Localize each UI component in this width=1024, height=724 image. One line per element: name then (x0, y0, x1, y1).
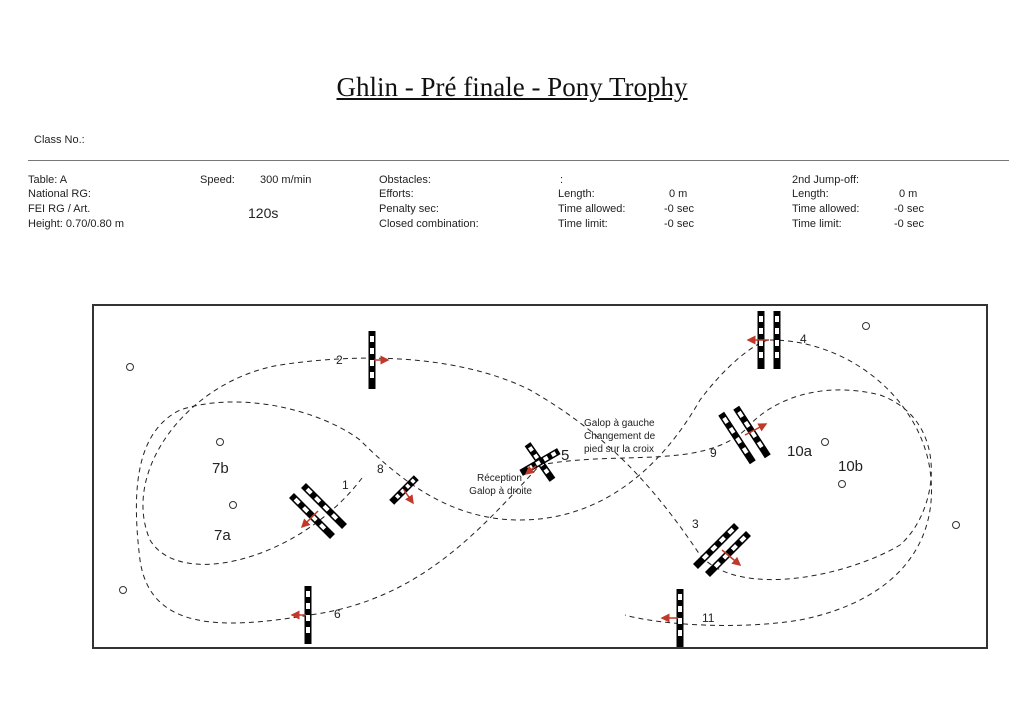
jump-label-7b: 7b (212, 460, 229, 477)
arena-border (92, 304, 988, 649)
jump-label-4: 4 (800, 332, 807, 346)
penalty-sec-label: Penalty sec: (379, 203, 439, 215)
svg-text:Réception: Réception (477, 473, 522, 484)
jump-label-10b: 10b (838, 458, 863, 475)
svg-text:Galop à gauche: Galop à gauche (584, 418, 655, 429)
jumpoff1-length-label: Length: (558, 188, 595, 200)
course-track (135, 339, 932, 626)
jump-label-10a: 10a (787, 443, 813, 460)
closed-combination-label: Closed combination: (379, 218, 479, 230)
obstacles (289, 311, 781, 647)
jump-label-3: 3 (692, 517, 699, 531)
svg-text:Galop à droite: Galop à droite (469, 486, 532, 497)
jump-label-7a: 7a (214, 527, 231, 544)
speed-label: Speed: (200, 174, 235, 186)
jumpoff1-time-allowed: -0 sec (664, 203, 694, 215)
jump-4b (773, 311, 781, 369)
svg-text:Changement de: Changement de (584, 431, 656, 442)
arrow-icon (744, 423, 768, 436)
svg-text:pied sur la croix: pied sur la croix (584, 444, 654, 455)
jump-label-6: 6 (334, 607, 341, 621)
table-label: Table: A (28, 174, 68, 186)
jumpoff1-length: 0 m (669, 188, 688, 200)
arrow-icon (403, 489, 414, 505)
height-label: Height: 0.70/0.80 m (28, 218, 125, 230)
jump-label-9: 9 (710, 446, 717, 460)
jump-9a (718, 411, 756, 465)
jumpoff2-header: 2nd Jump-off: (792, 174, 860, 186)
jumpoff2-length: 0 m (899, 188, 918, 200)
speed-value: 300 m/min (260, 174, 312, 186)
class-no-label: Class No.: (34, 134, 85, 146)
jump-label-5: 5 (561, 447, 569, 464)
arrow-icon (300, 510, 319, 529)
obstacles-label: Obstacles: (379, 174, 431, 186)
landing-note: Réception Galop à droite (469, 473, 532, 497)
national-rg-label: National RG: (28, 188, 91, 200)
jump-label-8: 8 (377, 462, 384, 476)
lead-change-note: Galop à gauche Changement de pied sur la… (584, 418, 656, 455)
jump-5b (519, 448, 561, 476)
jumpoff1-time-limit-label: Time limit: (558, 218, 608, 230)
fei-rg-label: FEI RG / Art. (28, 203, 91, 215)
jumpoff2-length-label: Length: (792, 188, 829, 200)
page-title: Ghlin - Pré finale - Pony Trophy (336, 72, 688, 102)
jumpoff2-time-limit: -0 sec (894, 218, 924, 230)
jump-label-1: 1 (342, 478, 349, 492)
direction-arrows (290, 335, 769, 623)
arrow-icon (524, 465, 537, 475)
jumpoff1-header: : (560, 174, 564, 186)
jumpoff1-time-allowed-label: Time allowed: (558, 203, 626, 215)
jumpoff1-time-limit: -0 sec (664, 218, 694, 230)
markers (119, 322, 960, 594)
jump-label-2: 2 (336, 353, 343, 367)
jumpoff2-time-allowed-label: Time allowed: (792, 203, 860, 215)
jumpoff2-time-limit-label: Time limit: (792, 218, 842, 230)
jump-label-11: 11 (702, 611, 715, 625)
efforts-label: Efforts: (379, 188, 414, 200)
arrow-icon (721, 549, 742, 566)
time-value: 120s (248, 205, 279, 221)
header-divider (28, 160, 1009, 161)
jumpoff2-time-allowed: -0 sec (894, 203, 924, 215)
